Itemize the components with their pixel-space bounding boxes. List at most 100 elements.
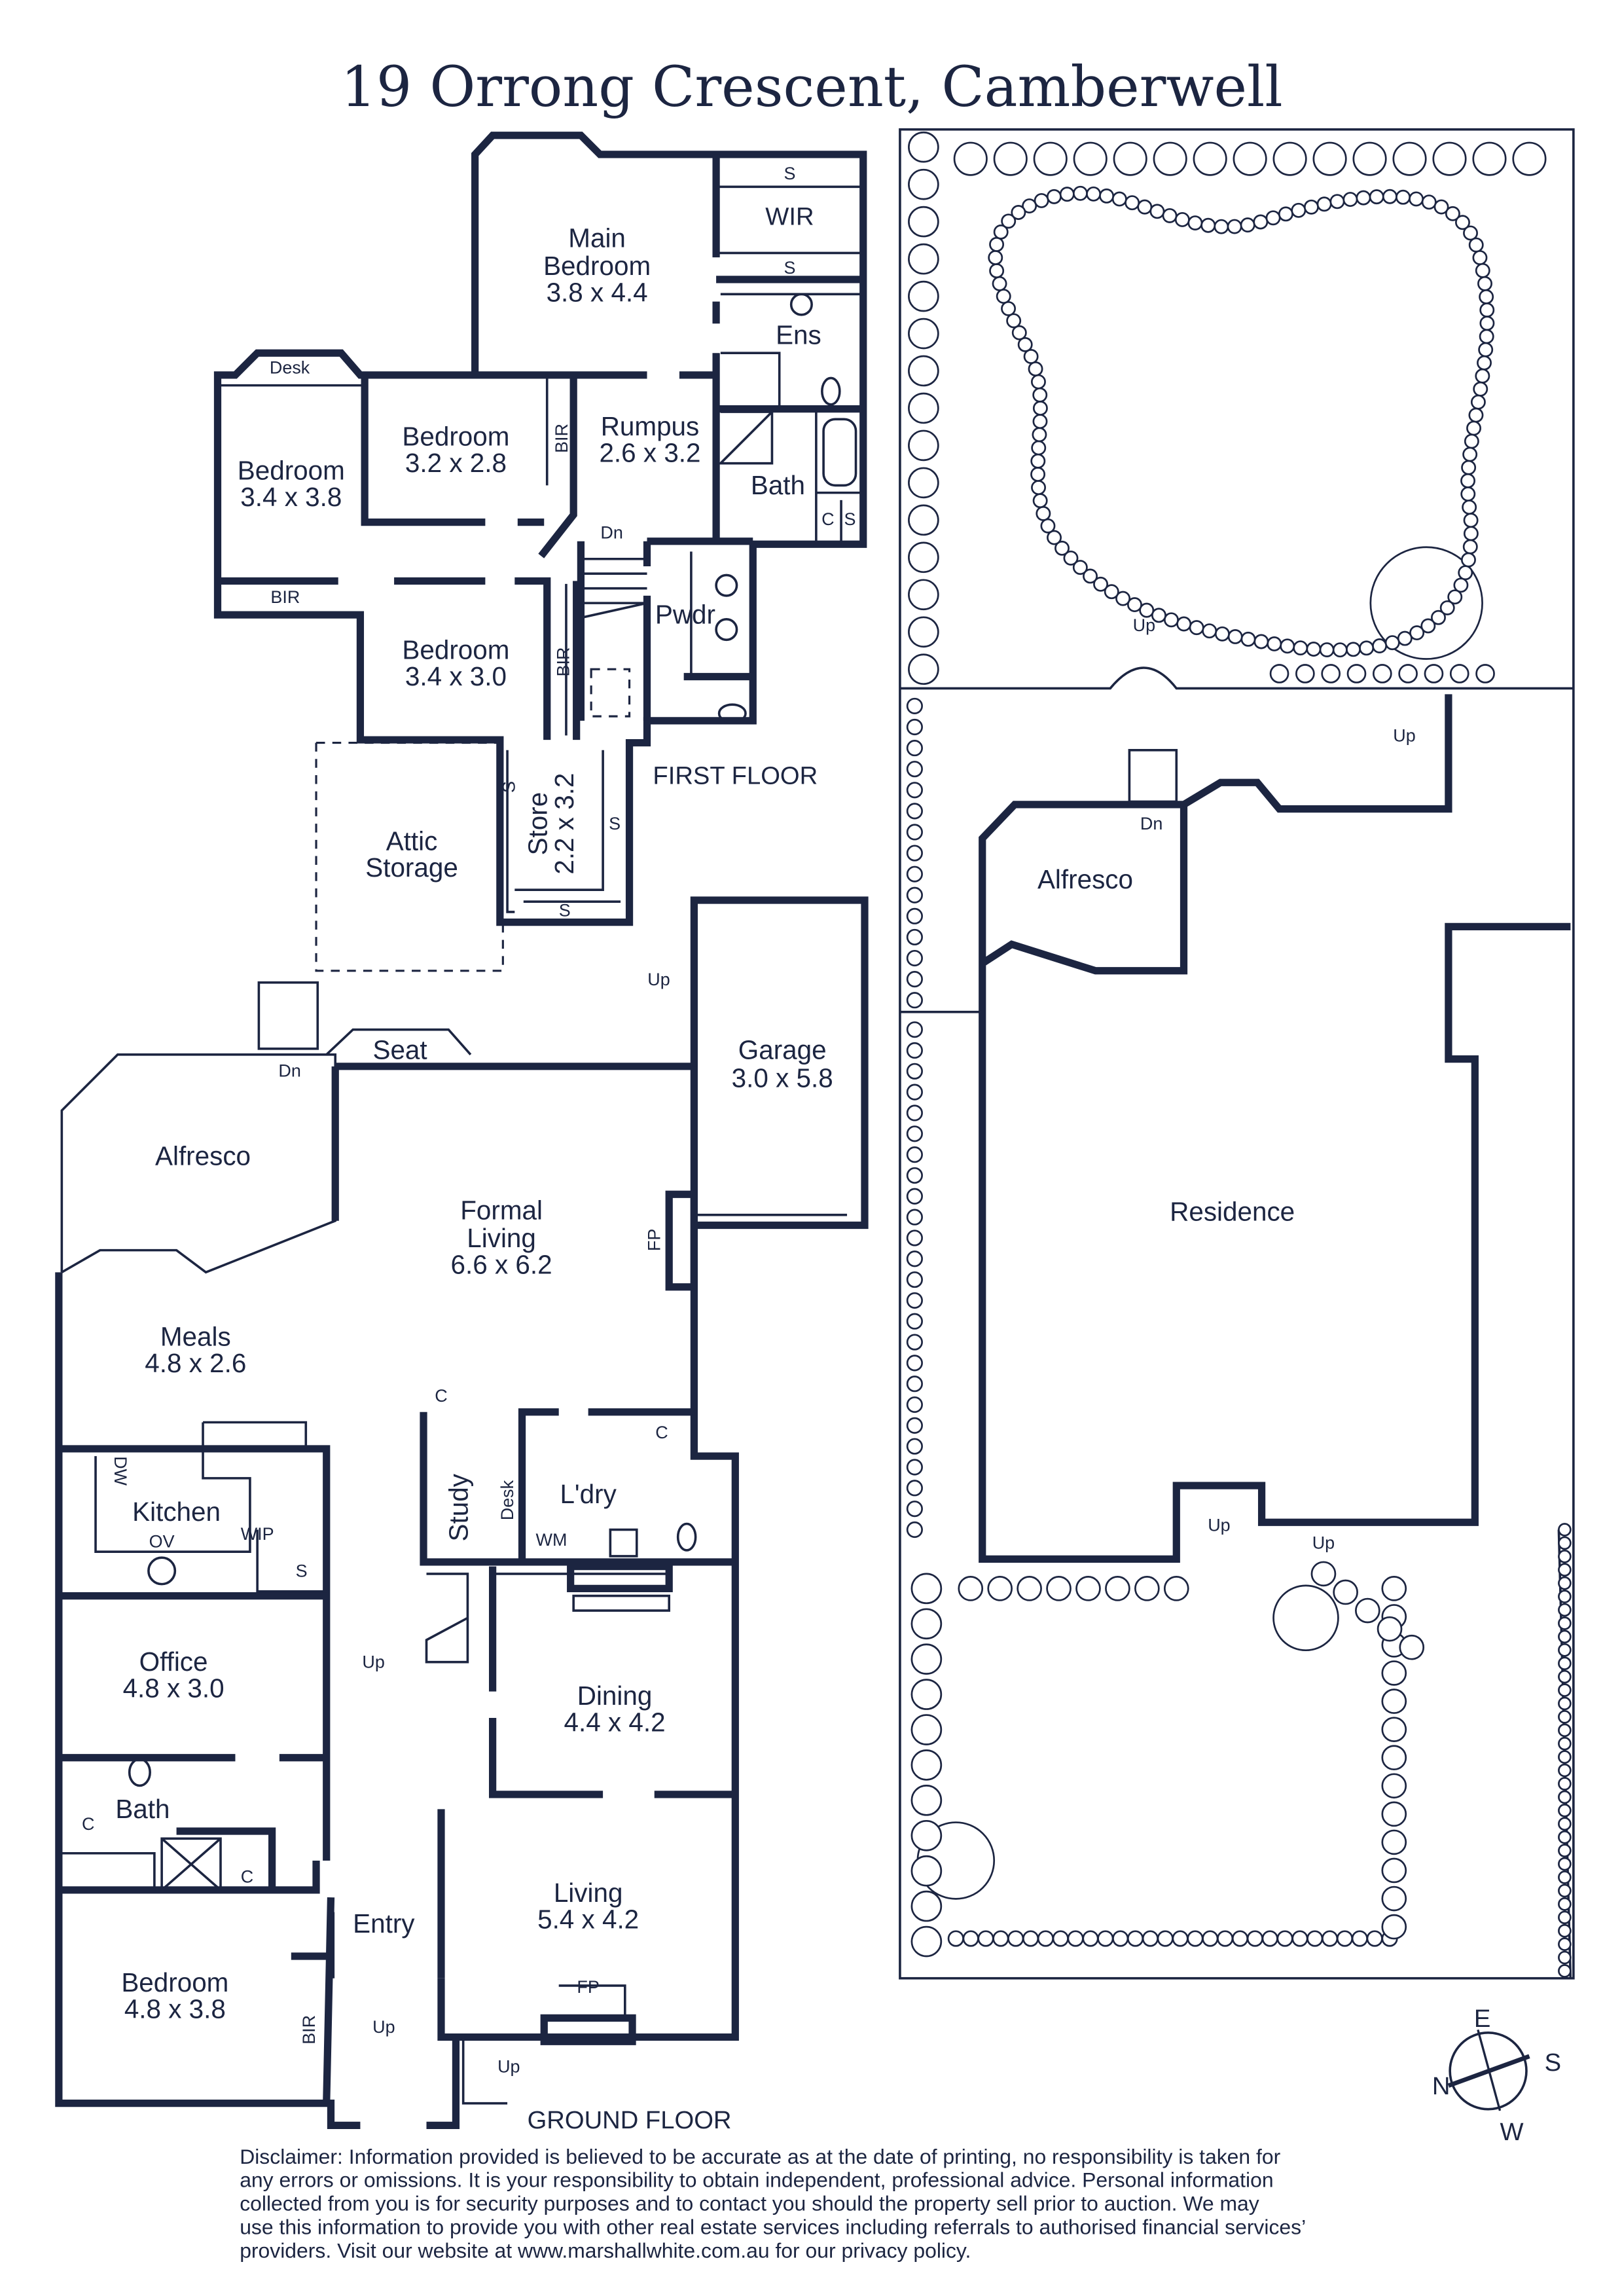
shrub-icon <box>906 971 923 988</box>
shrub-icon <box>1558 1870 1572 1884</box>
shrub-icon <box>1231 1930 1249 1947</box>
shrub-icon <box>910 1819 943 1851</box>
shrub-icon <box>1397 630 1413 646</box>
room-label: Storage <box>365 852 458 883</box>
shrub-icon <box>908 467 939 499</box>
shrub-icon <box>1137 199 1153 215</box>
shrub-icon <box>906 1376 923 1393</box>
shrub-icon <box>989 263 1005 279</box>
shrub-icon <box>1046 189 1062 204</box>
shrub-icon <box>1046 1576 1072 1601</box>
first-floor-interior-walls <box>217 154 863 740</box>
shrub-icon <box>1093 576 1109 592</box>
shrub-icon <box>1126 1930 1144 1947</box>
shrub-icon <box>1139 602 1155 618</box>
compass-ring <box>1449 2032 1528 2111</box>
stairs-up-label: Up <box>497 2056 520 2076</box>
shrub-icon <box>1187 215 1203 230</box>
room-label: Entry <box>353 1908 415 1939</box>
shrub-icon <box>906 1230 923 1247</box>
shrub-icon <box>910 1608 943 1640</box>
shrub-icon <box>993 141 1028 176</box>
shrub-icon <box>1111 191 1127 207</box>
shrub-icon <box>1512 141 1547 176</box>
shrub-icon <box>1067 1930 1084 1947</box>
shrub-icon <box>1461 552 1476 568</box>
property-title: 19 Orrong Crescent, Camberwell <box>341 55 1283 120</box>
cupboard-label: C <box>82 1814 94 1834</box>
shrub-icon <box>908 355 939 387</box>
fireplace <box>540 2014 636 2045</box>
compass-north: N <box>1432 2072 1451 2100</box>
shrub-icon <box>1075 1576 1101 1601</box>
shrub-icon <box>906 866 923 883</box>
shrub-icon <box>1332 642 1348 658</box>
shrub-icon <box>908 429 939 462</box>
shrub-icon <box>906 1292 923 1309</box>
shrub-icon <box>906 782 923 799</box>
room-size: 3.4 x 3.8 <box>240 482 342 512</box>
shrub-icon <box>908 168 939 200</box>
disclaimer-line: collected from you is for security purpo… <box>240 2192 1259 2215</box>
disclaimer-line: providers. Visit our website at www.mars… <box>240 2239 971 2263</box>
shrub-icon <box>1558 1950 1572 1965</box>
shrub-icon <box>1202 1930 1219 1947</box>
room-size: 3.0 x 5.8 <box>732 1063 833 1093</box>
shrub-icon <box>1468 407 1484 423</box>
room-label: Attic <box>386 826 438 856</box>
shrub-icon <box>906 761 923 778</box>
shrub-icon <box>1031 374 1046 390</box>
shrub-icon <box>910 1785 943 1816</box>
shrub-icon <box>906 1438 923 1455</box>
shrub-icon <box>1214 219 1229 234</box>
shrub-icon <box>1032 493 1048 509</box>
ground-floor-outer-wall <box>55 1063 739 2129</box>
shrub-icon <box>1433 199 1449 215</box>
room-label: Bath <box>115 1794 170 1824</box>
shrub-icon <box>1558 1669 1572 1684</box>
first-floor: Main Bedroom 3.8 x 4.4 S WIR S Ens Desk … <box>213 132 867 972</box>
shrub-icon <box>906 1271 923 1288</box>
shrub-icon <box>908 280 939 312</box>
shrub-icon <box>1214 626 1230 642</box>
shrub-icon <box>1162 208 1178 223</box>
shrub-icon <box>1558 1696 1572 1711</box>
bir-label: BIR <box>270 587 300 607</box>
shrub-icon <box>1472 250 1488 266</box>
shrub-icon <box>1312 141 1347 176</box>
shrub-icon <box>1346 642 1361 657</box>
shrub-icon <box>1558 1590 1572 1603</box>
shrub-icon <box>906 1146 923 1163</box>
room-label: Kitchen <box>132 1497 221 1527</box>
room-size: 4.8 x 3.8 <box>124 1994 226 2024</box>
shrub-icon <box>1030 467 1046 482</box>
room-label: Alfresco <box>155 1140 251 1171</box>
shrub-icon <box>1115 591 1131 606</box>
shrub-icon <box>910 1890 943 1922</box>
shrub-icon <box>1558 1550 1572 1563</box>
shrub-icon <box>1193 141 1227 176</box>
shrub-icon <box>1322 1930 1339 1947</box>
shrub-icon <box>1558 1683 1572 1697</box>
shrub-icon <box>1240 217 1255 233</box>
shrub-icon <box>1011 325 1027 340</box>
shrub-icon <box>1059 187 1075 202</box>
shrub-icon <box>1421 194 1437 210</box>
cupboard-label: C <box>241 1867 253 1887</box>
shelf-label: S <box>559 901 571 920</box>
shrub-icon <box>1479 289 1494 304</box>
shrub-icon <box>1475 664 1495 683</box>
shrub-icon <box>962 1930 979 1947</box>
desk-label: Desk <box>497 1480 517 1520</box>
shrub-icon <box>908 504 939 536</box>
room-label: Bedroom <box>402 635 509 665</box>
first-floor-outer-wall <box>213 132 867 926</box>
room-label: Main <box>568 223 626 253</box>
shrub-icon <box>1420 618 1436 634</box>
shrub-icon <box>977 1930 994 1947</box>
shrub-icon <box>1047 530 1062 545</box>
shrub-icon <box>908 318 939 350</box>
shrub-icon <box>1558 1884 1572 1898</box>
shrub-icon <box>1475 368 1490 384</box>
room-label: Bedroom <box>402 422 509 452</box>
